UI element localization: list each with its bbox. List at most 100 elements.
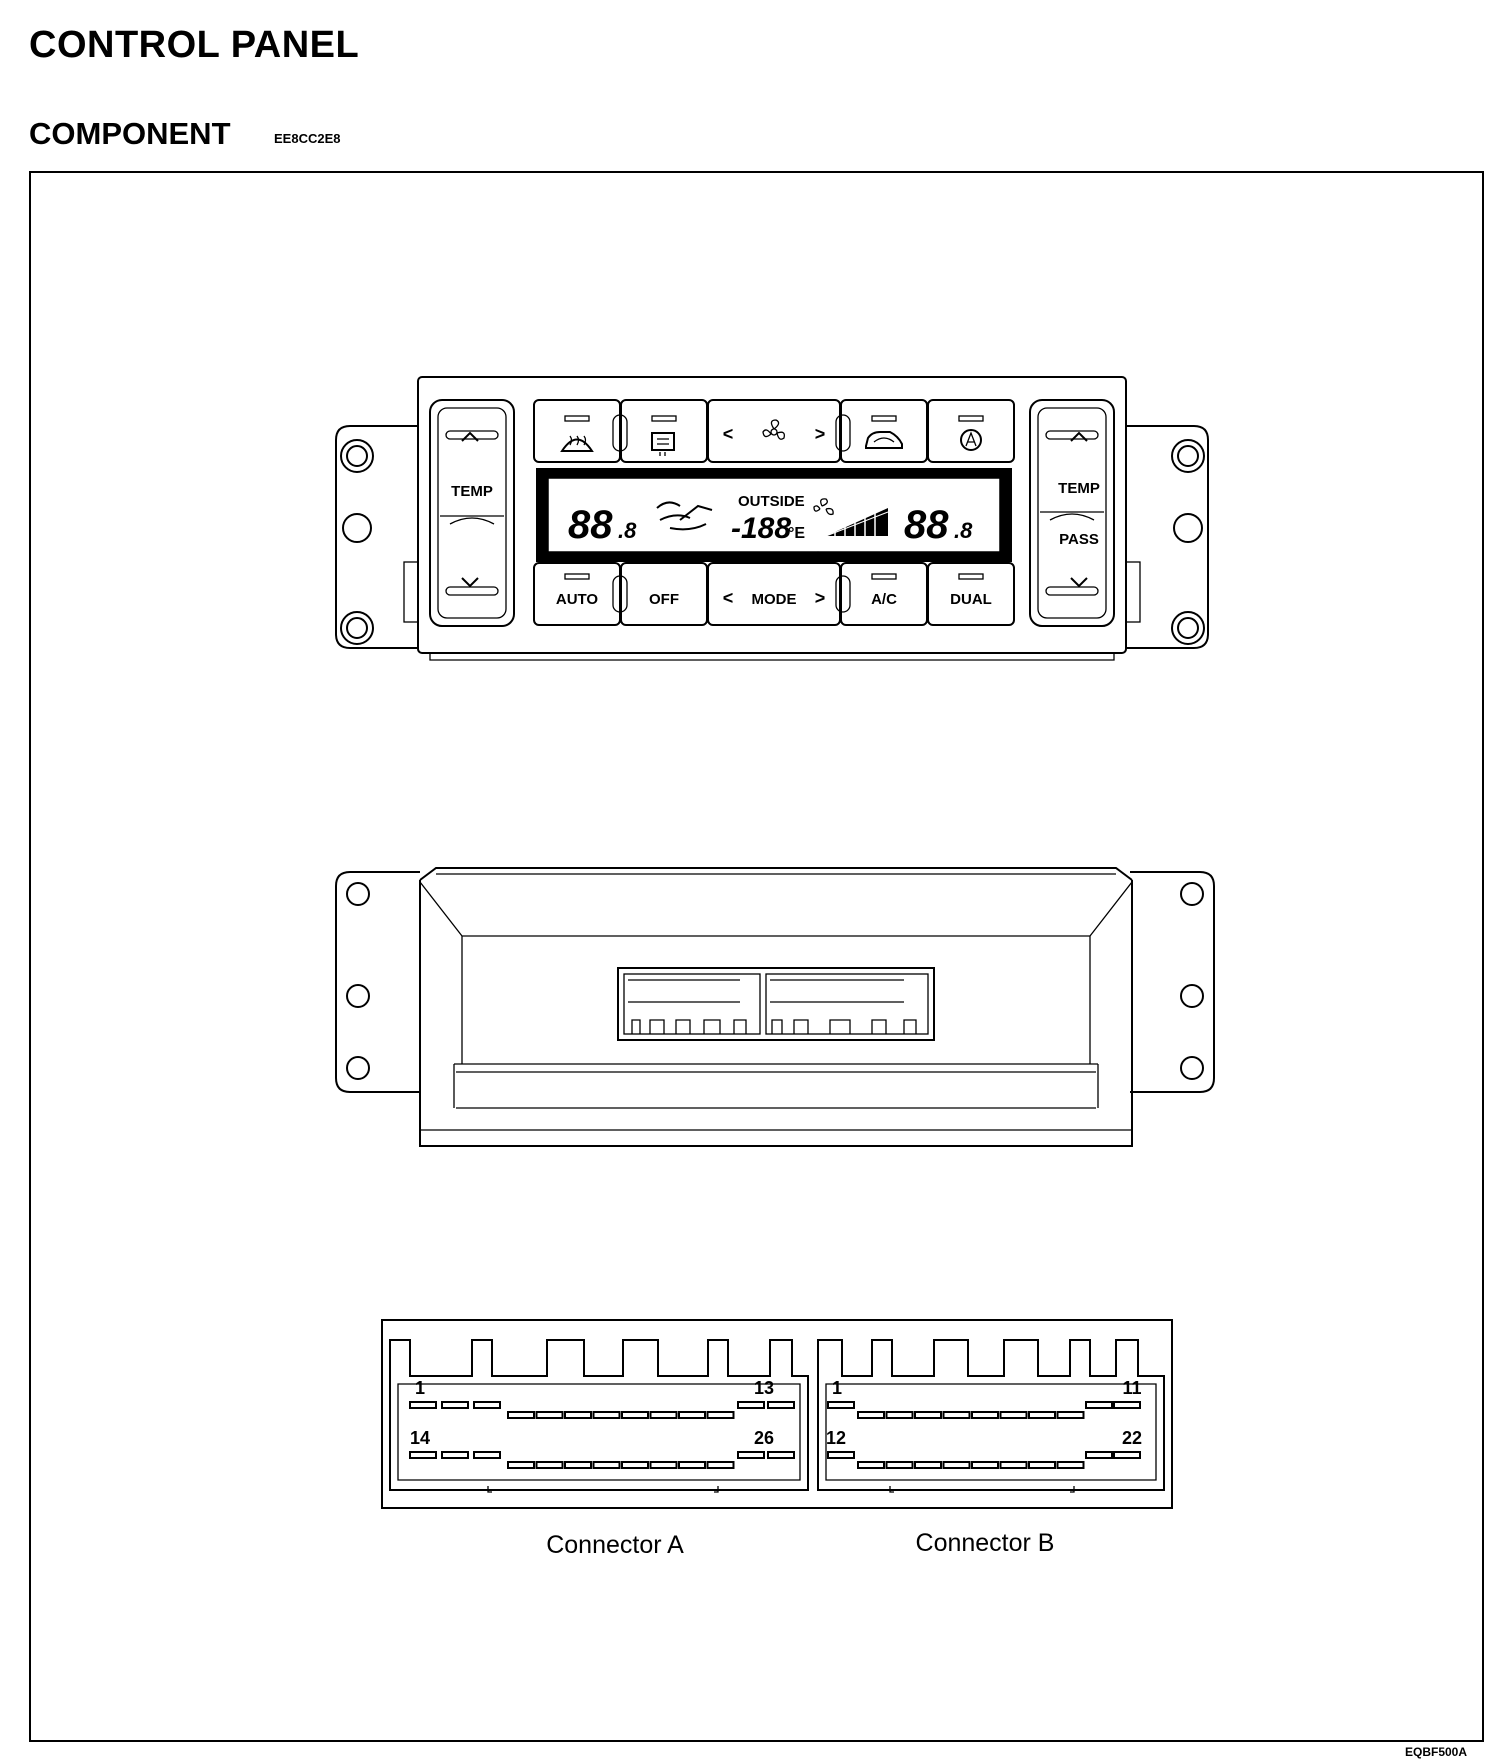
panel-housing bbox=[417, 376, 1127, 654]
connector-a-pin-14-label: 14 bbox=[410, 1428, 430, 1448]
panel-lower-lip bbox=[429, 653, 1115, 661]
front-control-panel: TEMP TEMP PASS bbox=[335, 376, 1209, 661]
mode-label: MODE bbox=[752, 591, 797, 608]
left-temp-readout: 88 bbox=[568, 503, 613, 547]
pin-slot bbox=[971, 1461, 999, 1469]
page-title: CONTROL PANEL bbox=[29, 24, 360, 66]
left-mounting-bracket bbox=[335, 425, 418, 649]
connector-b-bottom-pins bbox=[827, 1451, 1141, 1469]
top-button-row bbox=[533, 399, 1015, 463]
pin-slot bbox=[706, 1411, 735, 1419]
connector-b-body[interactable] bbox=[817, 1339, 1165, 1491]
pin-slot bbox=[649, 1461, 678, 1469]
rear-housing bbox=[419, 880, 1133, 1147]
lcd-display bbox=[536, 468, 1012, 562]
pin-slot bbox=[942, 1461, 971, 1469]
pin-slot bbox=[507, 1461, 535, 1469]
pin-slot bbox=[409, 1451, 437, 1459]
pin-slot bbox=[767, 1401, 795, 1409]
pin-slot bbox=[827, 1451, 855, 1459]
pin-slot bbox=[1028, 1461, 1056, 1469]
right-temp-rocker[interactable] bbox=[1029, 399, 1115, 627]
pin-slot bbox=[914, 1411, 942, 1419]
pin-slot bbox=[999, 1461, 1028, 1469]
pin-slot bbox=[857, 1411, 885, 1419]
connector-b-pin-12-label: 12 bbox=[826, 1428, 846, 1448]
connector-a-body[interactable] bbox=[389, 1339, 809, 1491]
right-temp-label: TEMP bbox=[1058, 480, 1100, 497]
pin-slot bbox=[621, 1461, 649, 1469]
airflow-mode-icon bbox=[656, 501, 713, 531]
pin-slot bbox=[535, 1461, 564, 1469]
right-temp-readout: 88 bbox=[904, 503, 949, 547]
pin-slot bbox=[827, 1401, 855, 1409]
section-title: COMPONENT bbox=[29, 116, 231, 151]
pin-slot bbox=[564, 1461, 592, 1469]
section-code: EE8CC2E8 bbox=[274, 131, 341, 146]
connector-a-pin-26-label: 26 bbox=[754, 1428, 774, 1448]
front-defrost-icon bbox=[560, 435, 594, 452]
pin-slot bbox=[914, 1461, 942, 1469]
pin-slot bbox=[507, 1411, 535, 1419]
pin-slot bbox=[942, 1411, 971, 1419]
pin-slot bbox=[1113, 1401, 1141, 1409]
left-rear-bracket bbox=[335, 871, 420, 1093]
bottom-button-row bbox=[533, 562, 1015, 626]
connector-a-top-pins bbox=[409, 1401, 795, 1419]
pin-slot bbox=[621, 1411, 649, 1419]
indicator-led bbox=[564, 415, 590, 422]
rear-connector[interactable] bbox=[617, 967, 935, 1041]
display-fan-icon bbox=[813, 498, 834, 516]
pin-slot bbox=[409, 1401, 437, 1409]
pin-slot bbox=[885, 1461, 914, 1469]
pin-slot bbox=[885, 1411, 914, 1419]
pin-slot bbox=[592, 1411, 621, 1419]
pin-slot bbox=[737, 1451, 765, 1459]
fresh-air-icon bbox=[960, 429, 982, 451]
mode-next-chevron-icon: > bbox=[815, 588, 826, 608]
rear-defrost-icon bbox=[651, 432, 675, 456]
pin-slot bbox=[592, 1461, 621, 1469]
pin-slot bbox=[737, 1401, 765, 1409]
rear-bevel bbox=[419, 881, 1133, 937]
figure-frame bbox=[29, 171, 1484, 1742]
left-temp-rocker[interactable] bbox=[429, 399, 515, 627]
right-temp-up-icon bbox=[1070, 431, 1088, 442]
pin-slot bbox=[473, 1401, 501, 1409]
bracket-holes bbox=[340, 439, 1205, 645]
fan-speed-bargraph bbox=[825, 506, 889, 537]
indicator-led bbox=[958, 415, 984, 422]
dual-button[interactable] bbox=[927, 562, 1015, 626]
fresh-air-button[interactable] bbox=[927, 399, 1015, 463]
pin-slot bbox=[706, 1461, 735, 1469]
right-side-tab bbox=[1125, 561, 1141, 623]
outside-label: OUTSIDE bbox=[738, 493, 805, 510]
indicator-led bbox=[958, 573, 984, 580]
ac-label: A/C bbox=[871, 591, 897, 608]
left-temp-label: TEMP bbox=[451, 483, 493, 500]
front-defrost-button[interactable] bbox=[533, 399, 621, 463]
fan-icon bbox=[762, 419, 785, 440]
rear-defrost-button[interactable] bbox=[620, 399, 708, 463]
left-temp-down-icon bbox=[461, 577, 479, 588]
pin-slot bbox=[857, 1461, 885, 1469]
pin-slot bbox=[1056, 1461, 1085, 1469]
figure-id: EQBF500A bbox=[1405, 1745, 1468, 1759]
connector-b-top-pins bbox=[827, 1401, 1141, 1419]
connector-b-pin-11-label: 11 bbox=[1122, 1378, 1141, 1398]
pin-slot bbox=[1028, 1411, 1056, 1419]
fan-up-chevron-icon: > bbox=[815, 424, 826, 444]
pin-slot bbox=[1085, 1451, 1113, 1459]
indicator-led bbox=[871, 415, 897, 422]
indicator-led bbox=[564, 573, 590, 580]
pin-slot bbox=[971, 1411, 999, 1419]
dual-label: DUAL bbox=[950, 591, 992, 608]
pin-slot bbox=[564, 1411, 592, 1419]
left-temp-up-icon bbox=[461, 431, 479, 442]
mode-prev-chevron-icon: < bbox=[723, 588, 734, 608]
pin-slot bbox=[999, 1411, 1028, 1419]
outside-temp-unit: °E bbox=[788, 525, 805, 542]
fan-down-chevron-icon: < bbox=[723, 424, 734, 444]
rear-bracket-holes bbox=[346, 882, 1204, 1080]
connector-outer-frame bbox=[381, 1319, 1173, 1509]
